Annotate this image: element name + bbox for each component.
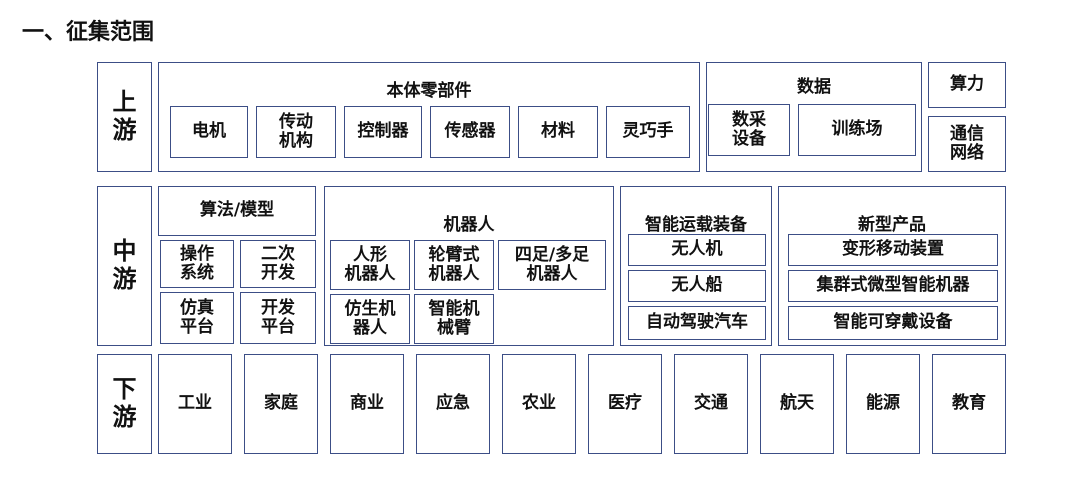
motor-box: 电机 — [170, 106, 248, 158]
data-collection-box: 数采 设备 — [708, 104, 790, 156]
transmission-box: 传动 机构 — [256, 106, 336, 158]
new-products-group — [778, 186, 1006, 346]
agriculture-box: 农业 — [502, 354, 576, 454]
transport-group — [620, 186, 772, 346]
autonomous-car-box: 自动驾驶汽车 — [628, 306, 766, 340]
wearable-device-box: 智能可穿戴设备 — [788, 306, 998, 340]
algorithm-title-box: 算法/模型 — [158, 186, 316, 236]
transport-title: 智能运载装备 — [645, 215, 747, 235]
home-box: 家庭 — [244, 354, 318, 454]
body-parts-title: 本体零部件 — [386, 81, 472, 101]
aerospace-box: 航天 — [760, 354, 834, 454]
secondary-dev-box: 二次 开发 — [240, 240, 316, 288]
commerce-box: 商业 — [330, 354, 404, 454]
deformable-device-box: 变形移动装置 — [788, 234, 998, 266]
robot-title: 机器人 — [443, 215, 495, 235]
controller-box: 控制器 — [344, 106, 422, 158]
robotic-arm-box: 智能机 械臂 — [414, 294, 494, 344]
os-box: 操作 系统 — [160, 240, 234, 288]
robot-group — [324, 186, 614, 346]
simulation-platform-box: 仿真 平台 — [160, 292, 234, 344]
industry-box: 工业 — [158, 354, 232, 454]
downstream-label: 下 游 — [97, 354, 152, 454]
education-box: 教育 — [932, 354, 1006, 454]
page-heading: 一、征集范围 — [22, 20, 155, 45]
bionic-robot-box: 仿生机 器人 — [330, 294, 410, 344]
midstream-label: 中 游 — [97, 186, 152, 346]
training-ground-box: 训练场 — [798, 104, 916, 156]
network-box: 通信 网络 — [928, 116, 1006, 172]
data-title: 数据 — [797, 77, 831, 97]
drone-box: 无人机 — [628, 234, 766, 266]
dexterous-hand-box: 灵巧手 — [606, 106, 690, 158]
compute-box: 算力 — [928, 62, 1006, 108]
upstream-label: 上 游 — [97, 62, 152, 172]
body-parts-group — [158, 62, 700, 172]
unmanned-ship-box: 无人船 — [628, 270, 766, 302]
wheel-arm-robot-box: 轮臂式 机器人 — [414, 240, 494, 290]
micro-swarm-box: 集群式微型智能机器 — [788, 270, 998, 302]
legged-robot-box: 四足/多足 机器人 — [498, 240, 606, 290]
energy-box: 能源 — [846, 354, 920, 454]
emergency-box: 应急 — [416, 354, 490, 454]
data-group — [706, 62, 922, 172]
sensor-box: 传感器 — [430, 106, 510, 158]
transportation-box: 交通 — [674, 354, 748, 454]
humanoid-robot-box: 人形 机器人 — [330, 240, 410, 290]
material-box: 材料 — [518, 106, 598, 158]
new-products-title: 新型产品 — [858, 215, 926, 235]
dev-platform-box: 开发 平台 — [240, 292, 316, 344]
medical-box: 医疗 — [588, 354, 662, 454]
